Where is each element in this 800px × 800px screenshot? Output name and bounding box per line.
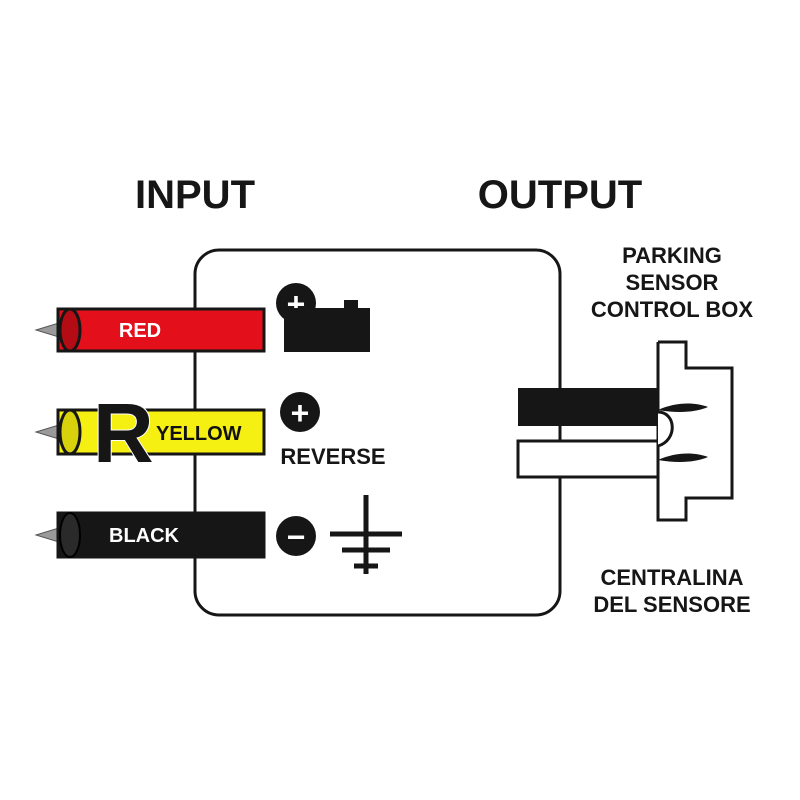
- reverse-symbol: +: [291, 395, 310, 431]
- output-cable-black: [518, 388, 658, 426]
- output-label-en-line2: SENSOR: [626, 270, 719, 295]
- reverse-symbol-circle: [280, 392, 320, 432]
- reverse-letter: R: [93, 386, 154, 480]
- output-label-en-line3: CONTROL BOX: [591, 297, 753, 322]
- reverse-terminal: + REVERSE: [280, 392, 386, 469]
- connector-plug-icon: [656, 340, 734, 522]
- yellow-wire-end: [58, 408, 82, 456]
- negative-symbol-circle: [276, 516, 316, 556]
- output-label-it-line1: CENTRALINA: [601, 565, 744, 590]
- red-wire-body: [56, 307, 266, 353]
- black-wire-label: BLACK: [109, 525, 180, 547]
- battery-icon: [284, 300, 370, 352]
- output-cable-white: [516, 439, 660, 479]
- output-label-it-line2: DEL SENSORE: [593, 592, 750, 617]
- ground-terminal: −: [276, 495, 402, 574]
- yellow-wire-label: YELLOW: [156, 423, 242, 445]
- battery-terminal: +: [276, 283, 370, 352]
- black-wire-body: [56, 511, 266, 559]
- red-wire: RED: [34, 307, 266, 353]
- ground-icon: [330, 495, 402, 574]
- yellow-wire: R YELLOW: [34, 385, 266, 481]
- red-wire-label: RED: [119, 320, 161, 342]
- red-wire-end: [58, 307, 82, 353]
- black-wire-end: [59, 512, 81, 558]
- reverse-label: REVERSE: [280, 444, 385, 469]
- black-wire: BLACK: [34, 511, 266, 559]
- output-heading: OUTPUT: [478, 173, 642, 217]
- negative-symbol: −: [287, 519, 306, 555]
- input-heading: INPUT: [135, 173, 255, 217]
- yellow-wire-body: [56, 408, 266, 456]
- output-label-en-line1: PARKING: [622, 243, 722, 268]
